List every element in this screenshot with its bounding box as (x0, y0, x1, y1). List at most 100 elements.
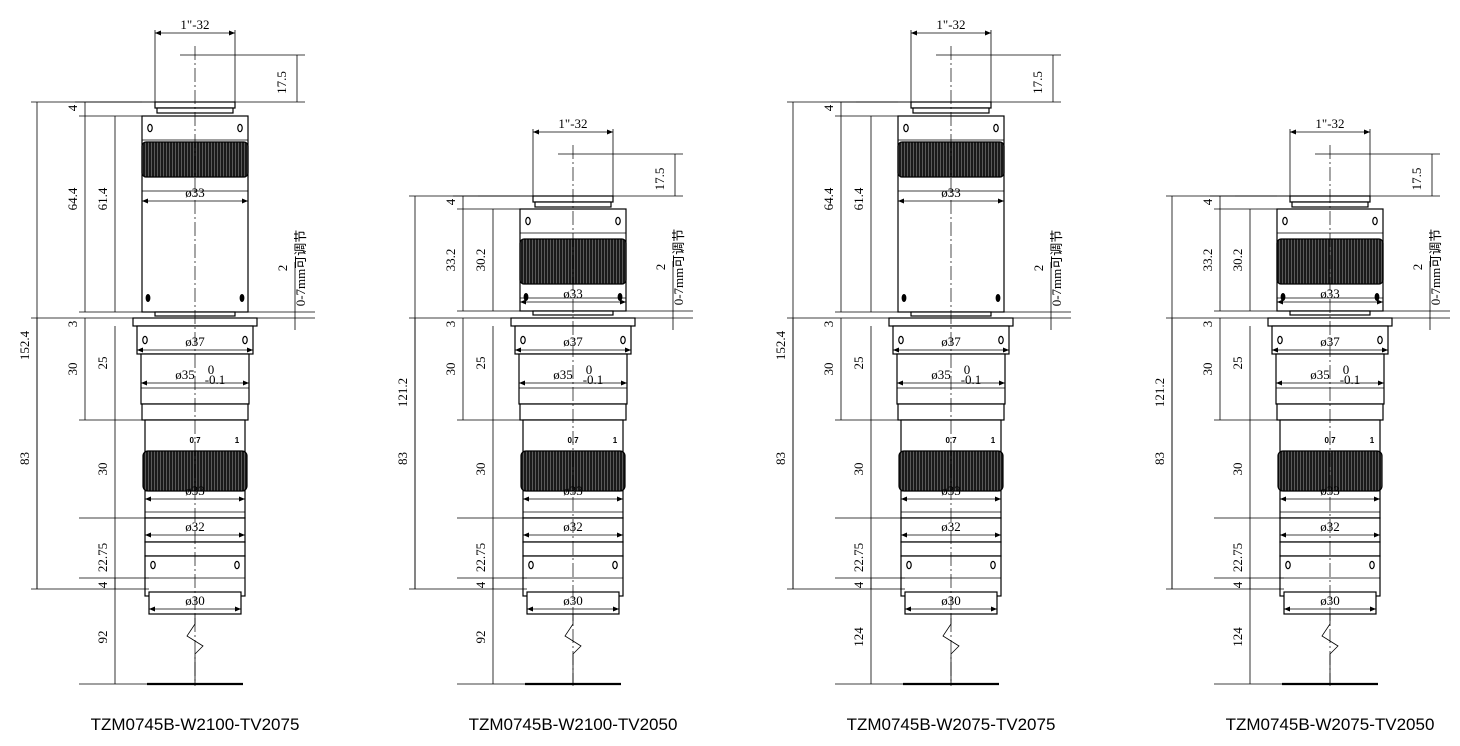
zoom-length-dim: 83 (17, 452, 32, 465)
adjust-note: 0-7mm可调节 (671, 229, 686, 306)
upper-screw-left (903, 123, 909, 133)
mid-outer-dim: 30 (443, 363, 458, 376)
screw-hole (528, 560, 534, 570)
tolerance-upper: 0 (586, 362, 593, 377)
adjust-value: 2 (275, 265, 290, 272)
screw-hole (234, 560, 240, 570)
upper-diameter: ø33 (563, 286, 583, 301)
zoom-length-dim: 83 (773, 452, 788, 465)
bottom-length-dim: 22.75 (1230, 543, 1245, 572)
adjust-note: 0-7mm可调节 (1428, 229, 1443, 306)
screw-hole (150, 560, 156, 570)
adjust-value: 2 (1031, 265, 1046, 272)
zoom-body-dim: 30 (95, 463, 110, 476)
working-distance-dim: 124 (851, 627, 866, 647)
upper-inner-dim: 61.4 (851, 187, 866, 210)
zoom-diameter: ø33 (1320, 483, 1340, 498)
thread-spec: 1"-32 (180, 17, 209, 32)
screw-hole (1285, 560, 1291, 570)
gap-dim: 3 (821, 321, 836, 328)
screw-hole (520, 335, 526, 345)
screw-hole (620, 335, 626, 345)
zoom-mark-1: 1 (1370, 436, 1375, 445)
diameter-30: ø30 (563, 593, 583, 608)
zoom-mark-1: 1 (991, 436, 996, 445)
zoom-body-dim: 30 (1230, 463, 1245, 476)
mid-inner-dim: 25 (473, 357, 488, 370)
top-length-dim: 17.5 (1409, 168, 1424, 191)
flange-dim: 4 (1230, 581, 1245, 588)
set-screw (617, 293, 623, 301)
upper-diameter: ø33 (185, 185, 205, 200)
flange-dim: 4 (95, 581, 110, 588)
gap-dim: 3 (1200, 321, 1215, 328)
upper-inner-dim: 61.4 (95, 187, 110, 210)
upper-screw-right (237, 123, 243, 133)
tolerance-lower: -0.1 (961, 372, 982, 387)
screw-hole (906, 560, 912, 570)
mid-inner-dim: 25 (95, 357, 110, 370)
screw-hole (1277, 335, 1283, 345)
zoom-body-dim: 30 (473, 463, 488, 476)
tolerance-upper: 0 (964, 362, 971, 377)
adjust-note: 0-7mm可调节 (1049, 230, 1064, 307)
mid-inner-dim: 25 (1230, 357, 1245, 370)
diameter-37: ø37 (1320, 334, 1340, 349)
flange-dim: 4 (851, 581, 866, 588)
upper-screw-right (993, 123, 999, 133)
upper-screw-right (1372, 216, 1378, 226)
total-length-dim: 121.2 (395, 378, 410, 407)
cap-dim: 4 (821, 104, 836, 111)
model-caption: TZM0745B-W2075-TV2075 (847, 715, 1056, 734)
cap-dim: 4 (443, 198, 458, 205)
screw-hole (142, 335, 148, 345)
set-screw (1374, 293, 1380, 301)
screw-hole (898, 335, 904, 345)
zoom-mark-0-7: 0.7 (189, 436, 201, 445)
zoom-length-dim: 83 (395, 452, 410, 465)
diameter-37: ø37 (563, 334, 583, 349)
zoom-mark-1: 1 (613, 436, 618, 445)
mid-outer-dim: 30 (1200, 363, 1215, 376)
adjust-value: 2 (653, 264, 668, 271)
diameter-35: ø35 (175, 367, 195, 382)
set-screw (523, 293, 529, 301)
set-screw (145, 294, 151, 302)
zoom-length-dim: 83 (1152, 452, 1167, 465)
screw-hole (1377, 335, 1383, 345)
zoom-mark-0-7: 0.7 (945, 436, 957, 445)
screw-hole (242, 335, 248, 345)
thread-spec: 1"-32 (936, 17, 965, 32)
tolerance-upper: 0 (1343, 362, 1350, 377)
diameter-35: ø35 (1310, 367, 1330, 382)
upper-inner-dim: 30.2 (473, 249, 488, 272)
diameter-30: ø30 (1320, 593, 1340, 608)
top-length-dim: 17.5 (1030, 71, 1045, 94)
screw-hole (1369, 560, 1375, 570)
working-distance-dim: 92 (473, 631, 488, 644)
mid-inner-dim: 25 (851, 357, 866, 370)
mid-outer-dim: 30 (821, 363, 836, 376)
upper-inner-dim: 30.2 (1230, 249, 1245, 272)
tolerance-lower: -0.1 (583, 372, 604, 387)
upper-screw-left (147, 123, 153, 133)
top-length-dim: 17.5 (652, 168, 667, 191)
upper-diameter: ø33 (941, 185, 961, 200)
mid-outer-dim: 30 (65, 363, 80, 376)
tolerance-lower: -0.1 (1340, 372, 1361, 387)
thread-spec: 1"-32 (558, 116, 587, 131)
top-length-dim: 17.5 (274, 71, 289, 94)
adjust-note: 0-7mm可调节 (293, 230, 308, 307)
cap-dim: 4 (65, 104, 80, 111)
set-screw (995, 294, 1001, 302)
diameter-35: ø35 (553, 367, 573, 382)
upper-outer-dim: 33.2 (1200, 249, 1215, 272)
gap-dim: 3 (443, 321, 458, 328)
working-distance-dim: 92 (95, 631, 110, 644)
upper-outer-dim: 64.4 (821, 187, 836, 210)
bottom-length-dim: 22.75 (95, 543, 110, 572)
tolerance-upper: 0 (208, 362, 215, 377)
